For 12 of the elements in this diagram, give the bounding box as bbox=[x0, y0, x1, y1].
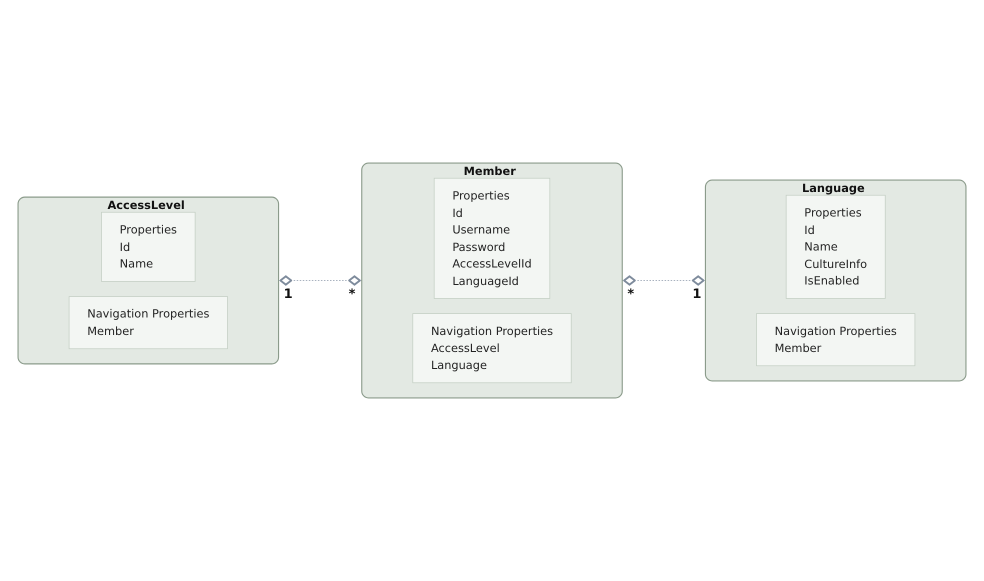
connector bbox=[278, 275, 362, 286]
node-box: Properties Id Username Password AccessLevelId LanguageId bbox=[434, 178, 550, 299]
node-box: Properties Id Name bbox=[101, 212, 196, 282]
node-box: Navigation Properties Member bbox=[68, 296, 228, 350]
node-box: Properties Id Name CultureInfo IsEnabled bbox=[786, 194, 886, 299]
multiplicity-label: * bbox=[627, 286, 634, 302]
connector bbox=[622, 275, 706, 286]
node-box: Navigation Properties Member bbox=[756, 313, 916, 366]
node-box: Navigation Properties AccessLevel Language bbox=[412, 313, 572, 384]
multiplicity-label: * bbox=[348, 286, 356, 302]
multiplicity-label: 1 bbox=[284, 286, 293, 302]
multiplicity-label: 1 bbox=[692, 286, 702, 302]
